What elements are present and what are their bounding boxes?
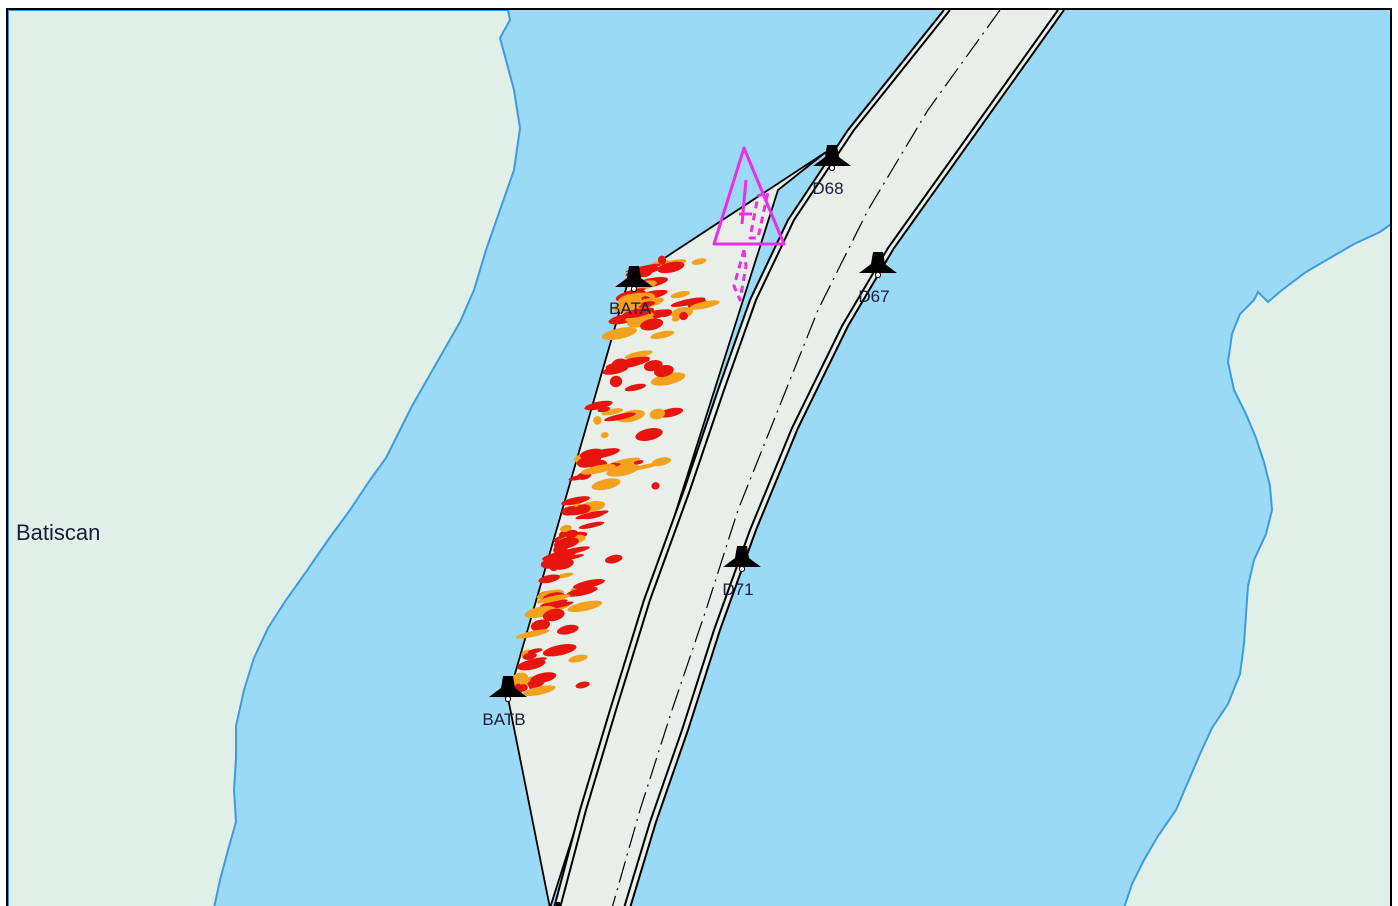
scour-mark	[654, 364, 674, 378]
scour-mark	[574, 504, 591, 515]
east-shore-land	[1123, 223, 1390, 906]
scour-mark	[601, 327, 637, 341]
scour-mark	[561, 506, 578, 516]
west-shore-land	[8, 10, 522, 906]
scour-mark	[584, 400, 613, 411]
scour-mark	[581, 511, 606, 520]
scour-mark	[568, 474, 590, 481]
scour-mark	[568, 654, 588, 663]
scour-mark	[602, 365, 629, 375]
scour-markings	[510, 255, 720, 697]
scour-mark	[600, 432, 609, 439]
scour-mark	[553, 537, 579, 549]
scour-mark	[649, 408, 666, 420]
scour-mark	[530, 672, 557, 684]
scour-mark	[612, 300, 642, 312]
scour-mark	[657, 261, 685, 274]
scour-mark	[575, 681, 590, 689]
scour-mark	[604, 554, 623, 564]
scour-mark	[565, 529, 578, 539]
scour-mark	[679, 311, 688, 321]
scour-mark	[597, 406, 611, 413]
scour-mark	[548, 561, 559, 572]
buoy-batb-icon[interactable]	[489, 676, 527, 703]
scour-mark	[601, 408, 624, 416]
scour-mark	[604, 412, 636, 422]
buoy-label-batb: BATB	[482, 710, 526, 729]
channel-west-edge-outer	[559, 10, 951, 906]
scour-mark	[658, 407, 684, 418]
scour-mark	[561, 496, 591, 506]
scour-mark	[522, 652, 537, 660]
scour-mark	[637, 267, 653, 278]
scour-mark	[691, 258, 707, 265]
scour-mark	[670, 290, 690, 299]
buoy-d71-icon[interactable]	[723, 546, 761, 573]
scour-mark	[542, 608, 565, 622]
buoy-d67-icon[interactable]	[859, 252, 897, 279]
scour-mark	[624, 350, 653, 359]
scour-mark	[578, 521, 605, 529]
buoy-label-bata: BATA	[609, 299, 651, 318]
scour-mark	[539, 599, 568, 607]
channel-centerline	[611, 10, 1001, 906]
scour-mark	[635, 428, 663, 441]
buoy-label-d67: D67	[858, 287, 890, 306]
scour-zone	[507, 151, 827, 906]
buoy-bata-icon[interactable]	[615, 266, 653, 293]
scour-mark	[637, 301, 655, 308]
scour-mark	[572, 579, 605, 589]
scour-mark	[651, 482, 660, 490]
place-label-batiscan: Batiscan	[16, 520, 101, 545]
scour-mark	[671, 315, 680, 322]
scour-mark	[606, 463, 640, 477]
scour-mark	[527, 648, 543, 654]
map-frame[interactable]: Batiscan D68 D67 BATA D71 BATB	[6, 8, 1392, 906]
buoy-layer	[489, 145, 897, 703]
nautical-chart[interactable]	[8, 10, 1392, 906]
buoy-label-d68: D68	[812, 179, 844, 198]
scour-mark	[515, 629, 550, 639]
scour-mark	[638, 356, 650, 363]
scour-mark	[640, 318, 664, 331]
scour-mark	[536, 594, 571, 604]
scour-mark	[621, 307, 655, 319]
scour-mark	[530, 619, 551, 632]
scour-mark	[633, 460, 644, 465]
scour-mark	[542, 643, 577, 657]
scour-mark	[624, 383, 646, 392]
wreck-hazard-triangle-icon[interactable]	[712, 146, 786, 302]
scour-mark	[650, 330, 675, 339]
scour-mark	[566, 586, 598, 597]
scour-mark	[580, 463, 616, 475]
scour-mark	[559, 524, 572, 533]
scour-mark	[609, 375, 623, 388]
buoy-d68-icon[interactable]	[813, 145, 851, 172]
scour-mark	[593, 416, 602, 425]
channel-west-edge	[553, 10, 945, 906]
scour-mark	[556, 624, 579, 635]
channel-fill	[554, 10, 1064, 906]
scour-mark	[522, 685, 556, 697]
scour-mark	[577, 456, 597, 468]
scour-mark	[555, 572, 574, 579]
scour-mark	[511, 672, 529, 684]
scour-mark	[559, 546, 590, 555]
scour-mark	[567, 600, 603, 613]
scour-mark	[689, 300, 720, 310]
scour-mark	[517, 658, 546, 671]
scour-mark	[657, 255, 667, 265]
channel-east-edge-inner	[623, 10, 1059, 906]
buoy-label-d71: D71	[722, 580, 754, 599]
scour-mark	[591, 478, 621, 491]
scour-mark	[579, 448, 603, 459]
scour-mark	[538, 574, 560, 584]
navigation-channel	[553, 10, 1065, 906]
